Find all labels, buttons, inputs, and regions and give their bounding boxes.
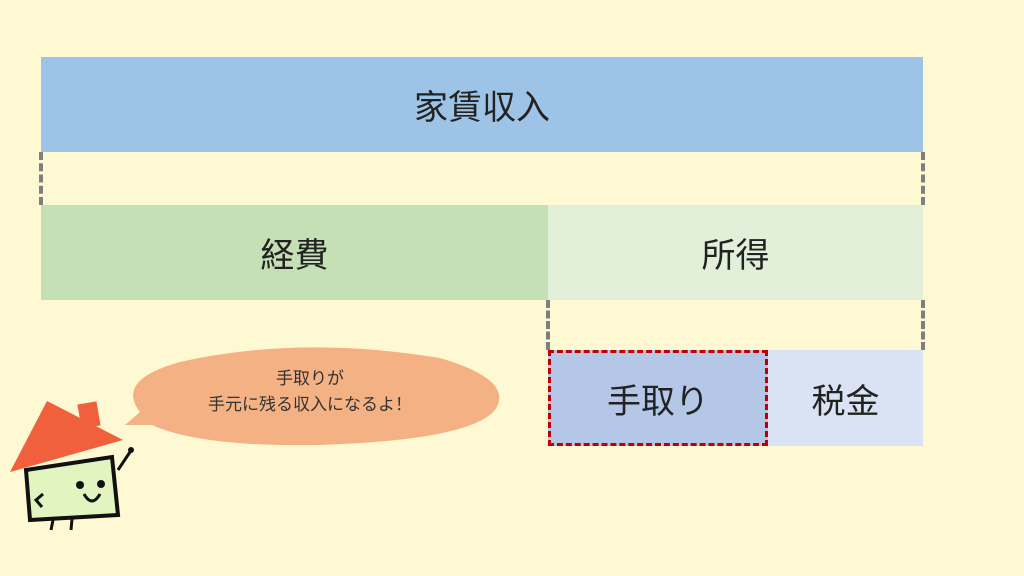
divider-dash <box>921 300 925 350</box>
speech-line-1: 手取りが <box>276 369 344 389</box>
rent-income-label: 家賃収入 <box>414 88 550 128</box>
rent-income-bar: 家賃収入 <box>41 57 923 152</box>
take-home-label: 手取り <box>607 381 709 422</box>
tax-label: 税金 <box>811 381 880 422</box>
house-mascot-icon <box>10 401 134 531</box>
income-label: 所得 <box>701 236 770 276</box>
speech-line-2: 手元に残る収入になるよ！ <box>208 395 412 415</box>
take-home-bar: 手取り <box>548 350 768 446</box>
speech-bubble-text: 手取りが 手元に残る収入になるよ！ <box>200 366 420 418</box>
divider-dash <box>39 152 43 205</box>
expenses-bar: 経費 <box>41 205 548 300</box>
divider-dash <box>921 152 925 205</box>
income-bar: 所得 <box>548 205 923 300</box>
tax-bar: 税金 <box>768 350 923 446</box>
divider-dash <box>546 300 550 350</box>
expenses-label: 経費 <box>260 236 329 276</box>
